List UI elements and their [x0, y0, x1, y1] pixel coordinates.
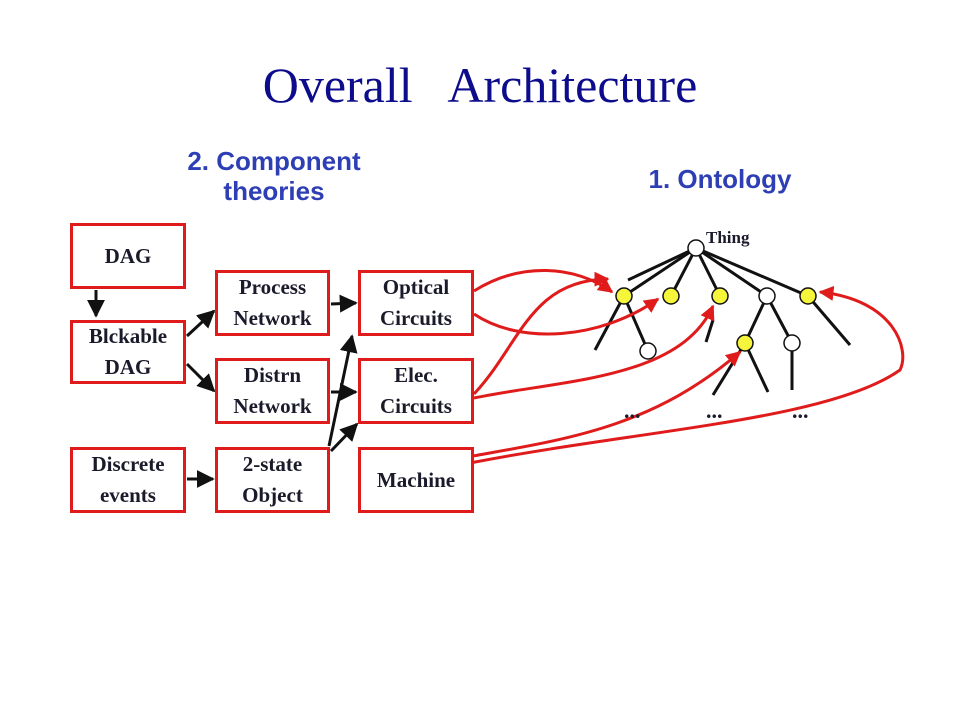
arrow-process-to-optical — [330, 294, 358, 313]
ontology-root-label: Thing — [706, 228, 750, 247]
arrow-2state-to-elec — [329, 422, 359, 453]
map-machine-to-l1e — [469, 285, 905, 465]
box-optical-circuits: Optical Circuits — [358, 270, 474, 336]
edge-l1e-stub — [806, 295, 852, 346]
node-l1a-highlight — [615, 287, 633, 305]
edge-thing-l1b — [669, 247, 698, 297]
map-elec-to-l1c — [473, 304, 715, 400]
arrow-blckable-to-process — [185, 309, 216, 338]
edge-l1c-stub — [704, 319, 715, 343]
box-dag: DAG — [70, 223, 186, 289]
component-theories-heading: 2. Component theories — [187, 146, 361, 206]
edge-l1d-child-b — [765, 295, 794, 344]
ontology-tree-nodes — [615, 239, 817, 360]
edge-thing-left — [627, 246, 697, 282]
node-l2-left — [639, 342, 657, 360]
edge-thing-l1d — [695, 246, 768, 298]
box-2-state-object: 2-state Object — [215, 447, 330, 513]
node-l2a-highlight — [736, 334, 754, 352]
edge-thing-l1a — [623, 246, 697, 298]
ellipsis-middle: ... — [706, 398, 723, 423]
box-machine: Machine — [358, 447, 474, 513]
ellipsis-left: ... — [624, 398, 641, 423]
ellipsis-right: ... — [792, 398, 809, 423]
ontology-tree-edges — [593, 246, 852, 396]
node-l2b — [783, 334, 801, 352]
map-optical-to-l1b — [473, 297, 660, 336]
ontology-heading: 1. Ontology — [648, 164, 792, 194]
node-l1b-highlight — [662, 287, 680, 305]
box-discrete-events: Discrete events — [70, 447, 186, 513]
node-l1d — [758, 287, 776, 305]
node-l1e-highlight — [799, 287, 817, 305]
edge-l2a-stub-right — [743, 342, 770, 393]
box-process-network: Process Network — [215, 270, 330, 336]
box-elec-circuits: Elec. Circuits — [358, 358, 474, 424]
box-distrn-network: Distrn Network — [215, 358, 330, 424]
edge-thing-l1c — [694, 247, 722, 297]
theory-dependency-arrows — [87, 290, 359, 488]
box-blckable-dag: Blckable DAG — [70, 320, 186, 384]
edge-thing-l1e — [695, 246, 809, 298]
node-l1c-highlight — [711, 287, 729, 305]
map-machine-to-l2a — [461, 350, 742, 460]
arrow-blckable-to-distrn — [185, 362, 216, 393]
slide-title: Overall Architecture — [262, 57, 698, 113]
node-thing — [687, 239, 705, 257]
edge-l1a-child — [622, 295, 650, 352]
map-elec-to-l1b-via — [472, 271, 610, 396]
mapping-arrows — [461, 269, 905, 465]
arrow-2state-to-optical — [327, 334, 358, 447]
